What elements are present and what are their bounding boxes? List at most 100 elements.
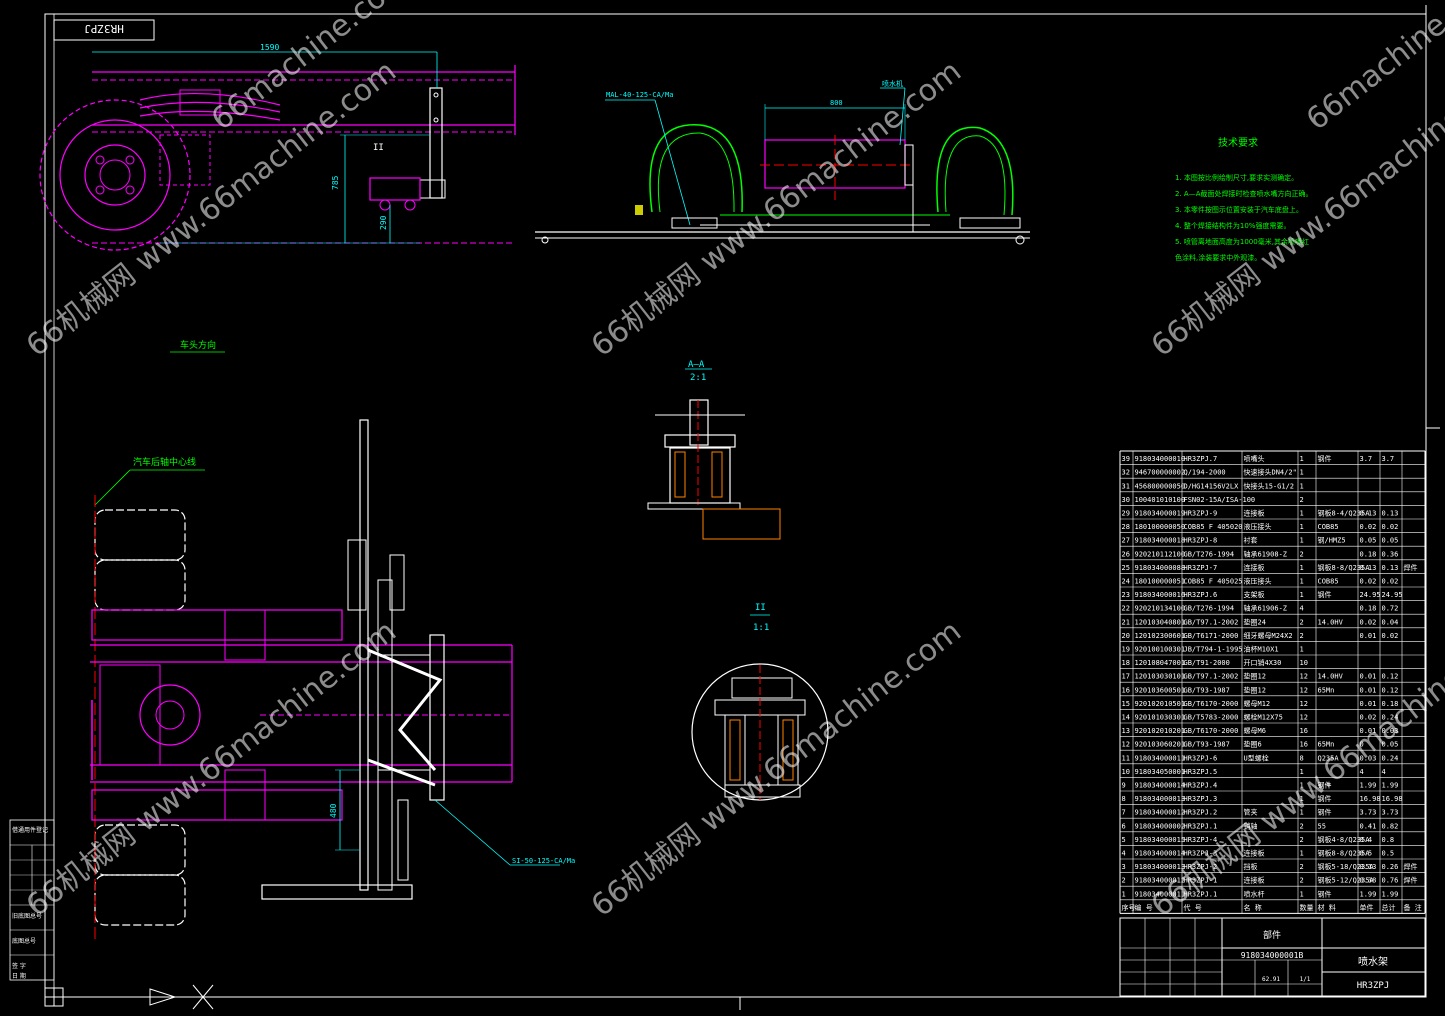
table-cell: 918034000002 xyxy=(1135,822,1186,830)
table-cell: 螺母M6 xyxy=(1244,726,1266,735)
table-cell: 3.73 xyxy=(1360,809,1377,817)
table-cell: 120102300601 xyxy=(1135,632,1186,640)
table-cell: 0.76 xyxy=(1382,877,1399,885)
table-cell: 120103040801 xyxy=(1135,618,1186,626)
table-cell: 920210134100 xyxy=(1135,605,1186,613)
table-cell: 2 xyxy=(1300,618,1304,626)
table-cell: 0.13 xyxy=(1360,564,1377,572)
table-cell: 0 xyxy=(1360,741,1364,749)
table-cell: GB/T97.1-2002 xyxy=(1184,673,1239,681)
table-cell: 钢件 xyxy=(1318,781,1332,790)
table-cell: 31 xyxy=(1122,482,1130,490)
table-cell: 12 xyxy=(1300,700,1308,708)
table-cell: 钢件 xyxy=(1318,794,1332,803)
table-cell: 918034000011 xyxy=(1135,754,1186,762)
table-cell: GB/T93-1987 xyxy=(1184,686,1230,694)
table-cell: 4 xyxy=(1382,768,1386,776)
table-cell: 16 xyxy=(1300,741,1308,749)
table-cell: COB85 F 405020 xyxy=(1184,523,1243,531)
table-cell: 918034000014 xyxy=(1135,850,1186,858)
table-cell: 0.18 xyxy=(1360,605,1377,613)
table-cell: 0.36 xyxy=(1382,550,1399,558)
title-code: HR3ZPJ xyxy=(1357,981,1390,991)
table-cell: 快接头15-G1/2 xyxy=(1244,481,1295,490)
table-cell: 918034000015 xyxy=(1135,836,1186,844)
table-cell: 销轴 xyxy=(1244,821,1258,830)
table-cell: COB85 F 405025 xyxy=(1184,578,1243,586)
dim-vert-1: 785 xyxy=(331,175,340,190)
table-cell: 钢板8-8/Q235A xyxy=(1318,849,1371,858)
table-cell: 垫圈24 xyxy=(1244,617,1266,626)
table-header-cell: 材 料 xyxy=(1318,903,1336,912)
table-cell: 1 xyxy=(1300,455,1304,463)
table-cell: 918034050001 xyxy=(1135,768,1186,776)
table-cell: GB/T276-1994 xyxy=(1184,605,1235,613)
table-cell: GB/T6170-2000 xyxy=(1184,700,1239,708)
table-cell: 29 xyxy=(1122,510,1130,518)
projection-symbol xyxy=(44,984,214,1010)
table-cell: 连接板 xyxy=(1244,849,1265,858)
table-cell: 180100000051 xyxy=(1135,578,1186,586)
table-cell: 918034000088 xyxy=(1135,564,1186,572)
table-cell: 55 xyxy=(1318,822,1326,830)
table-cell: GB/T97.1-2002 xyxy=(1184,618,1239,626)
table-header-cell: 代 号 xyxy=(1184,903,1202,912)
table-cell: 0.05 xyxy=(1382,537,1399,545)
table-cell: 0.02 xyxy=(1360,523,1377,531)
table-cell: 0.8 xyxy=(1382,836,1395,844)
table-header-cell: 编 号 xyxy=(1135,903,1153,912)
table-cell: 1 xyxy=(1300,591,1304,599)
tech-req-list: 1. 本图按比例绘制尺寸,要求实测确定。 2. A—A截面处焊接时检查喷水嘴方向… xyxy=(1175,173,1312,262)
table-cell: HR3ZPJ-7 xyxy=(1184,564,1218,572)
table-cell: 细牙螺母M24X2 xyxy=(1244,631,1293,640)
dim-vert-2: 290 xyxy=(379,215,388,230)
table-cell: 920103600501 xyxy=(1135,686,1186,694)
table-cell: 920102010501 xyxy=(1135,700,1186,708)
table-cell: 1.99 xyxy=(1382,890,1399,898)
table-cell: 16.98 xyxy=(1382,795,1403,803)
table-cell: 连接板 xyxy=(1244,509,1265,518)
table-cell: 1.99 xyxy=(1382,782,1399,790)
table-cell: 23 xyxy=(1122,591,1130,599)
callout-cylinder: SI-50-125-CA/Ma xyxy=(512,857,575,865)
table-cell: 17 xyxy=(1122,673,1130,681)
table-cell: 2 xyxy=(1300,822,1304,830)
table-cell: 918034000019 xyxy=(1135,510,1186,518)
table-cell: 0.18 xyxy=(1382,700,1399,708)
table-cell: 喷嘴头 xyxy=(1244,454,1265,463)
table-cell: 液压接头 xyxy=(1244,522,1272,531)
table-cell: 0.12 xyxy=(1382,686,1399,694)
table-cell: 垫圈12 xyxy=(1244,672,1266,681)
table-cell: 14 xyxy=(1122,714,1130,722)
table-cell: 0.03 xyxy=(1360,754,1377,762)
section-label-top: II xyxy=(373,143,384,153)
table-cell: 螺母M12 xyxy=(1244,699,1271,708)
table-header-cell: 数量 xyxy=(1300,903,1314,912)
table-cell: 1 xyxy=(1300,850,1304,858)
table-cell: 0.02 xyxy=(1360,578,1377,586)
table-cell: 管夹 xyxy=(1244,808,1258,817)
table-cell: 26 xyxy=(1122,550,1130,558)
table-cell: 1 xyxy=(1300,795,1304,803)
table-header-cell: 单件 xyxy=(1360,903,1374,912)
table-cell: HR3ZPJ-9 xyxy=(1184,510,1218,518)
table-cell: 24 xyxy=(1122,578,1130,586)
dim-top: 1590 xyxy=(260,43,279,52)
table-cell: 9 xyxy=(1122,782,1126,790)
table-cell: 衬套 xyxy=(1244,536,1258,545)
table-cell: 3.73 xyxy=(1382,809,1399,817)
table-cell: 垫圈12 xyxy=(1244,685,1266,694)
table-cell: 2 xyxy=(1300,836,1304,844)
table-cell: 钢板4-8/Q235A xyxy=(1318,835,1371,844)
table-cell: 垫圈6 xyxy=(1244,740,1262,749)
table-cell: HR3ZPJ-6 xyxy=(1184,754,1218,762)
table-cell: 19 xyxy=(1122,646,1130,654)
table-cell: 0.13 xyxy=(1360,863,1377,871)
table-cell: 钢/HMZ5 xyxy=(1318,536,1346,545)
table-cell: 16 xyxy=(1122,686,1130,694)
left-strip-item: 底图总号 xyxy=(12,937,36,945)
section-aa-view xyxy=(647,399,781,540)
table-cell: 0.04 xyxy=(1382,618,1399,626)
